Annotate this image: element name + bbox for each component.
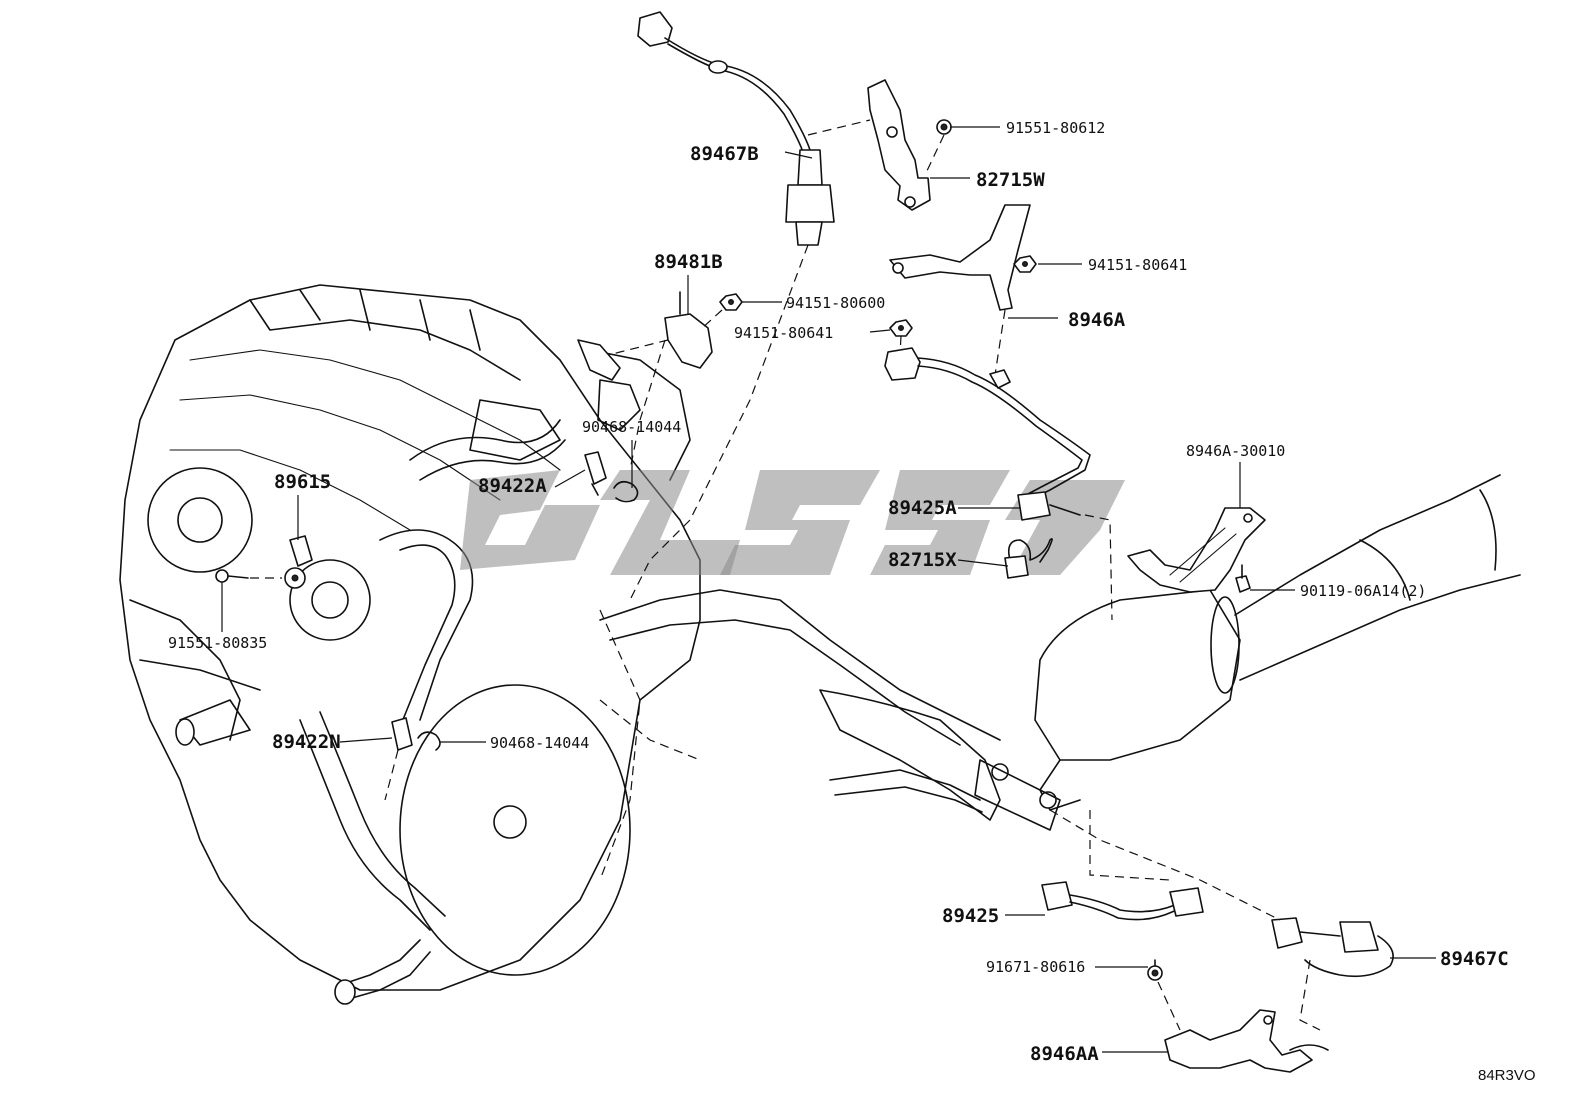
label-89422n: 89422N: [272, 731, 341, 753]
label-89425: 89425: [942, 905, 999, 927]
bracket-8946aa: [1164, 1009, 1329, 1073]
clip-90468-14044-upper: [613, 480, 639, 503]
label-82715w: 82715W: [976, 169, 1045, 191]
label-82715x: 82715X: [888, 549, 957, 571]
o2-sensor-89425a: [884, 347, 1113, 621]
clamp-82715x: [1004, 537, 1053, 579]
clip-90468-14044-lower: [417, 731, 441, 751]
leader-lines: [221, 126, 1436, 1053]
label-91551-80612: 91551-80612: [1006, 119, 1105, 137]
assembly-lines: [599, 339, 1281, 921]
sensor-89422n: [384, 717, 413, 801]
exhaust-assembly: [599, 474, 1521, 831]
bolt-90119-06a14: [1235, 564, 1251, 593]
nut-94151-80600: [699, 293, 743, 331]
diagram-reference-code: 84R3VO: [1478, 1067, 1536, 1084]
label-90468-14044-lower: 90468-14044: [490, 734, 589, 752]
label-91551-80835: 91551-80835: [168, 634, 267, 652]
label-89422a: 89422A: [478, 475, 547, 497]
bracket-8946a-30010: [1127, 507, 1266, 593]
label-89467c: 89467C: [1440, 948, 1509, 970]
o2-sensor-89425: [1041, 881, 1204, 921]
engine-assembly: [119, 284, 701, 1005]
bolt-91551-80835: [215, 569, 282, 583]
nut-94151-80641-upper: [1013, 255, 1037, 273]
af-sensor-89467b: [637, 11, 835, 521]
part-labels: 89467B 91551-80612 82715W 94151-80641 89…: [168, 119, 1536, 1084]
label-89425a: 89425A: [888, 497, 957, 519]
bolt-91551-80612: [924, 119, 952, 176]
label-90119-06a14: 90119-06A14(2): [1300, 582, 1426, 600]
label-90468-14044-upper: 90468-14044: [582, 418, 681, 436]
label-94151-80641-lower: 94151-80641: [734, 324, 833, 342]
label-89467b: 89467B: [690, 143, 759, 165]
label-89481b: 89481B: [654, 251, 723, 273]
bracket-82715w: [807, 79, 931, 211]
bracket-8946a: [889, 204, 1031, 376]
af-sensor-89467c: [1271, 917, 1394, 1031]
knock-sensor-89615: [284, 535, 313, 589]
label-94151-80600: 94151-80600: [786, 294, 885, 312]
label-89615: 89615: [274, 471, 331, 493]
label-94151-80641-upper: 94151-80641: [1088, 256, 1187, 274]
bolt-91671-80616: [1147, 959, 1181, 1031]
sensor-89481b: [577, 291, 713, 381]
label-8946aa: 8946AA: [1030, 1043, 1099, 1065]
label-91671-80616: 91671-80616: [986, 958, 1085, 976]
label-8946a: 8946A: [1068, 309, 1126, 331]
sensor-89422a: [584, 451, 607, 496]
label-8946a-30010: 8946A-30010: [1186, 442, 1285, 460]
